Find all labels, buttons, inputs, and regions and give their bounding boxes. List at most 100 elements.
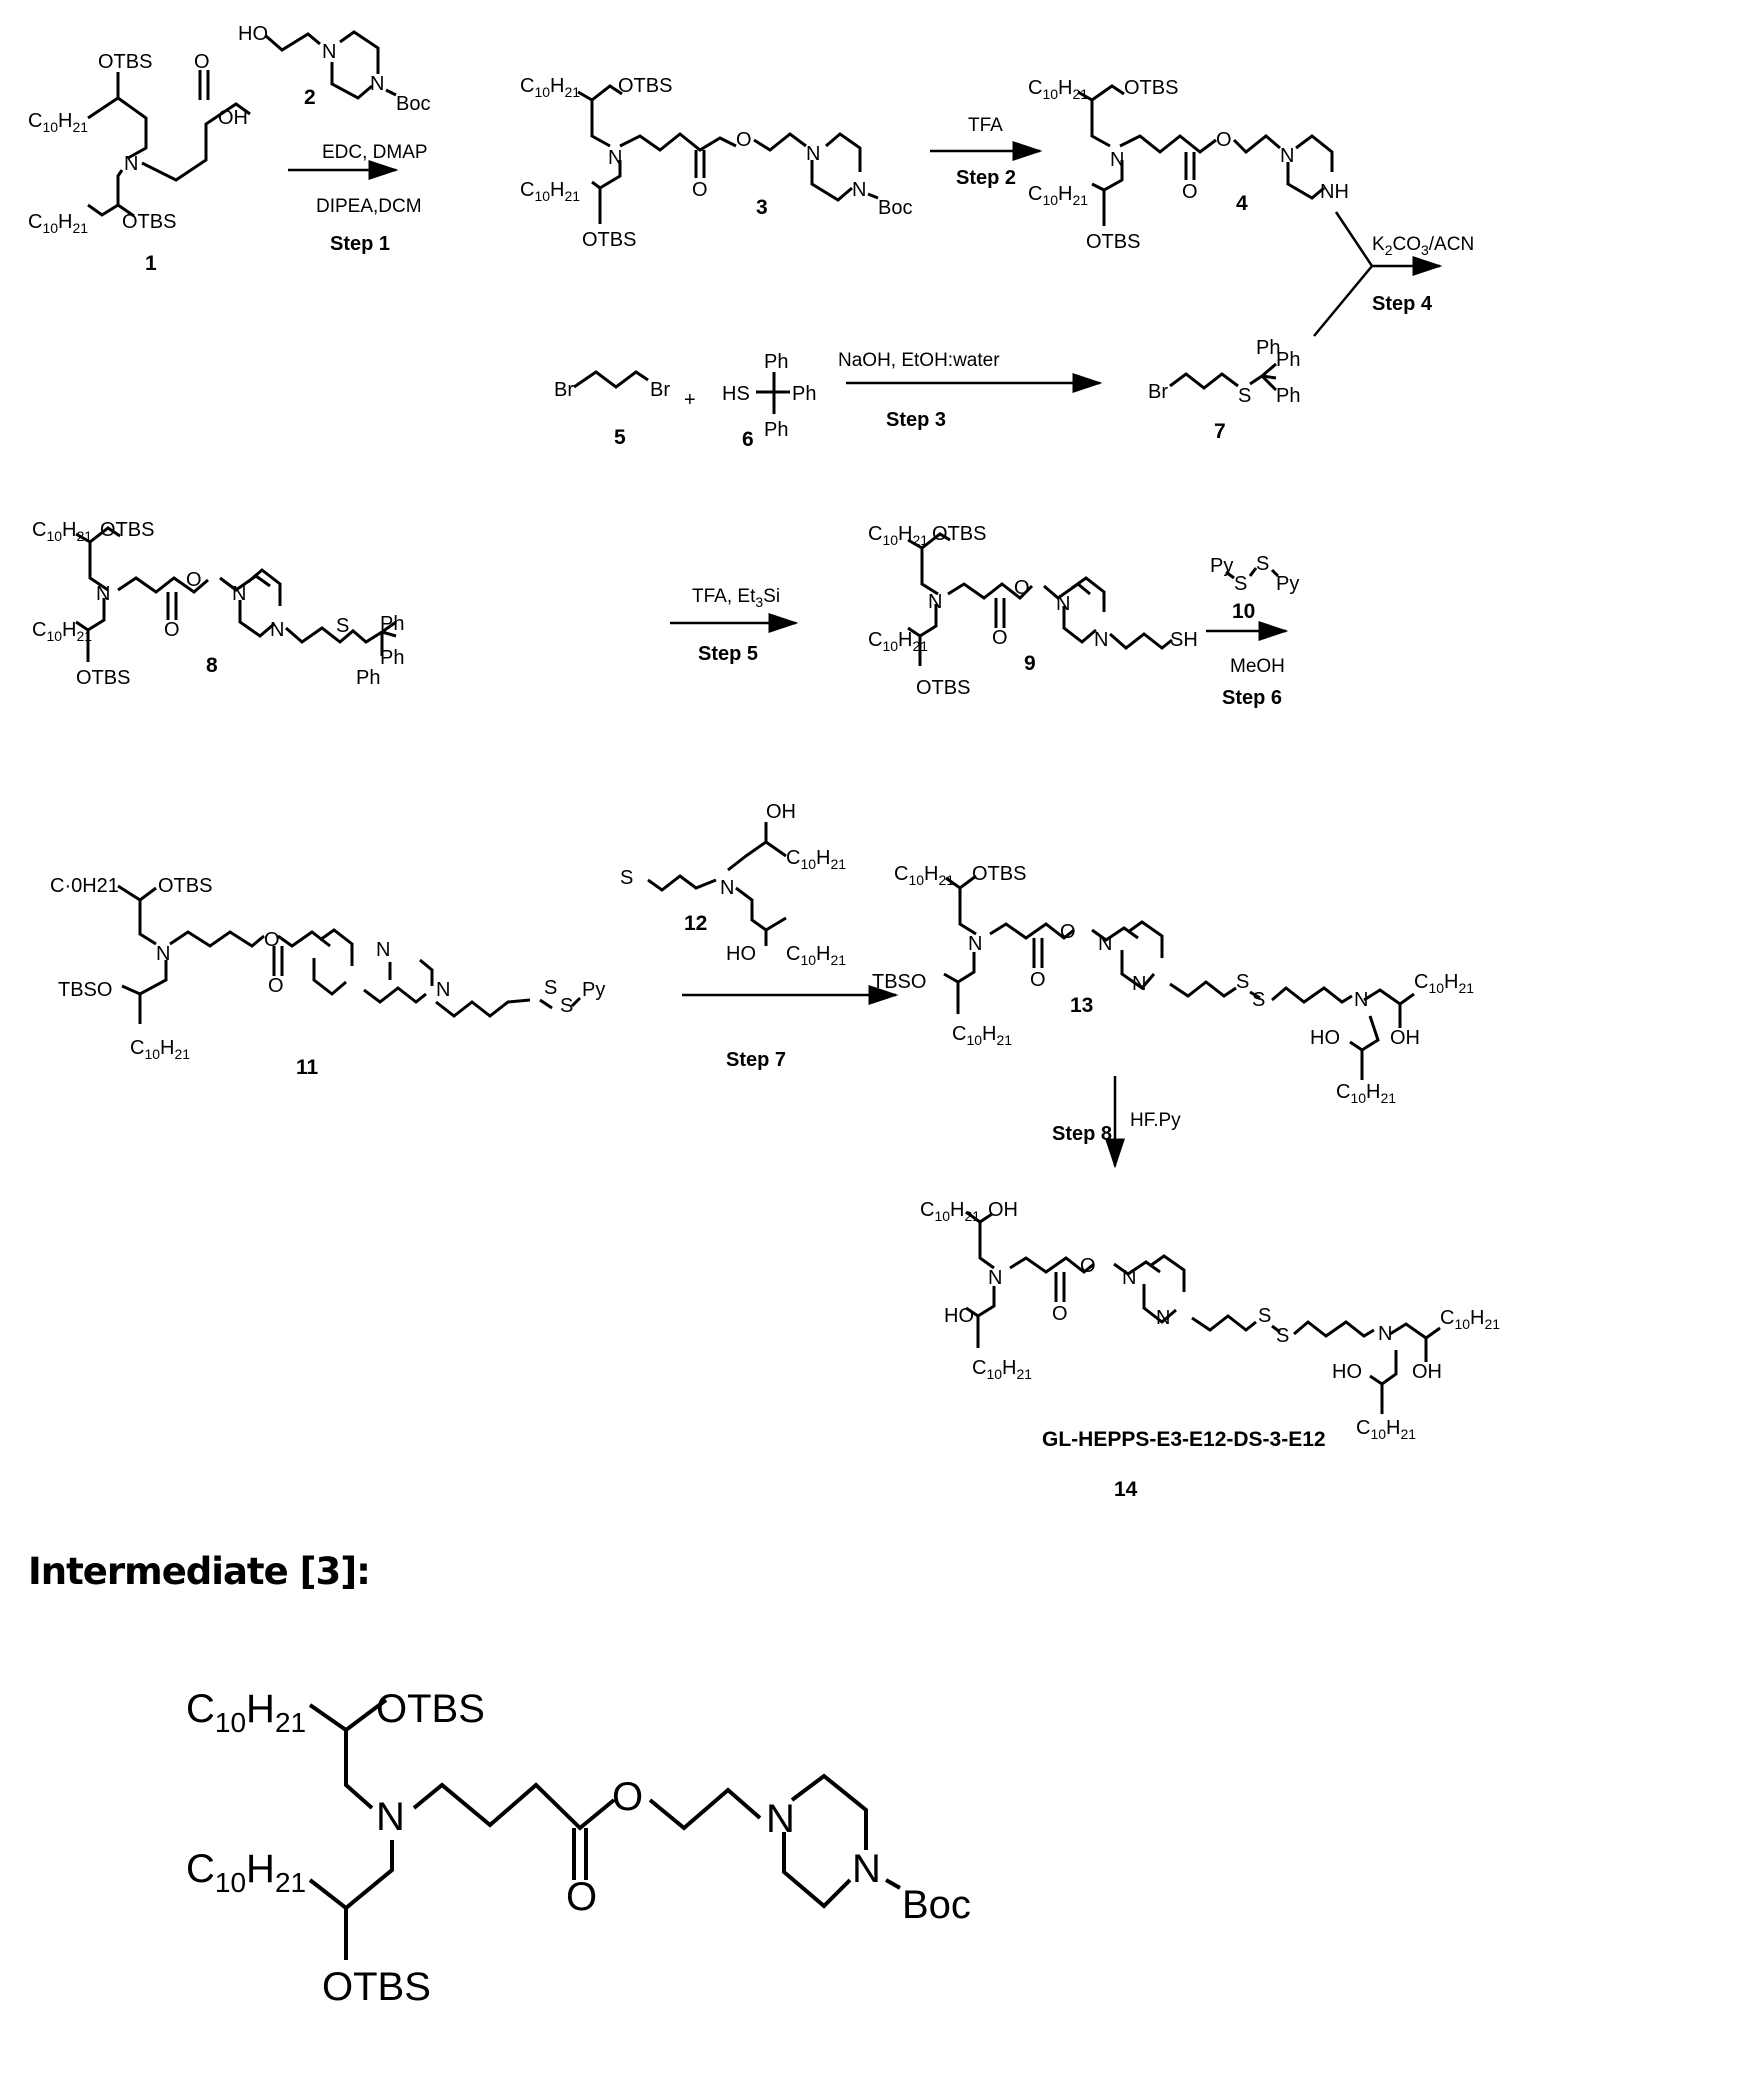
step-label: Step 4 bbox=[1372, 293, 1433, 315]
intermediate-3-structure: C10H21 OTBS N O O N N Boc C10H21 OTBS bbox=[186, 1687, 971, 2009]
step-label: Step 5 bbox=[698, 643, 758, 665]
ho-label: HO bbox=[238, 23, 268, 45]
nitrogen-label: N bbox=[720, 877, 734, 899]
reagents-label: EDC, DMAP bbox=[322, 142, 428, 163]
step-5-arrow: TFA, Et3Si Step 5 bbox=[670, 586, 799, 665]
otbs-label: OTBS bbox=[916, 677, 970, 699]
nitrogen-label: N bbox=[1098, 933, 1112, 955]
compound-11: C·0H21 OTBS N TBSO O O N N S S Py C10H21… bbox=[50, 875, 605, 1079]
nitrogen-label: N bbox=[1122, 1267, 1136, 1289]
step-1-arrow: EDC, DMAP DIPEA,DCM Step 1 bbox=[288, 142, 428, 255]
step-8-arrow: Step 8 HF.Py bbox=[1052, 1076, 1181, 1169]
c10h21-label: C10H21 bbox=[32, 519, 92, 544]
carbonyl-oxygen-label: O bbox=[268, 975, 284, 997]
sulfur-label: S bbox=[560, 995, 573, 1017]
c10h21-label: C10H21 bbox=[868, 629, 928, 654]
ho-label: HO bbox=[1332, 1361, 1362, 1383]
step-label: Step 6 bbox=[1222, 687, 1282, 709]
c10h21-label: C·0H21 bbox=[50, 875, 119, 897]
nitrogen-label: N bbox=[270, 619, 284, 641]
ester-oxygen-label: O bbox=[1216, 129, 1232, 151]
compound-1: OTBS C10H21 N O OH C10H21 OTBS 1 bbox=[28, 51, 251, 275]
phenyl-label: Ph bbox=[764, 419, 788, 441]
nitrogen-label: N bbox=[370, 73, 384, 95]
compound-number: 3 bbox=[756, 196, 768, 219]
nitrogen-label: N bbox=[232, 583, 246, 605]
step-label: Step 3 bbox=[886, 409, 946, 431]
bromine-label: Br bbox=[650, 379, 670, 401]
compound-number: 13 bbox=[1070, 994, 1093, 1017]
nitrogen-label: N bbox=[1378, 1323, 1392, 1345]
otbs-label: OTBS bbox=[98, 51, 152, 73]
nitrogen-label: N bbox=[376, 1795, 405, 1839]
oh-label: OH bbox=[1390, 1027, 1420, 1049]
sh-label: SH bbox=[1170, 629, 1198, 651]
c10h21-label: C10H21 bbox=[1336, 1081, 1396, 1106]
sulfur-label: S bbox=[1234, 573, 1247, 595]
oh-label: OH bbox=[988, 1199, 1018, 1221]
nitrogen-label: N bbox=[1110, 149, 1124, 171]
otbs-label: OTBS bbox=[1086, 231, 1140, 253]
nh-label: NH bbox=[1320, 181, 1349, 203]
compound-7: Br S Ph Ph Ph 7 bbox=[1148, 337, 1300, 443]
oh-label: OH bbox=[218, 107, 248, 129]
compound-number: 5 bbox=[614, 426, 626, 449]
c10h21-label: C10H21 bbox=[1028, 183, 1088, 208]
tbso-label: TBSO bbox=[58, 979, 112, 1001]
nitrogen-label: N bbox=[376, 939, 390, 961]
sulfur-label: S bbox=[1276, 1325, 1289, 1347]
reagents-label: TFA bbox=[968, 115, 1003, 136]
nitrogen-label: N bbox=[436, 979, 450, 1001]
bromine-label: Br bbox=[1148, 381, 1168, 403]
nitrogen-label: N bbox=[1056, 593, 1070, 615]
nitrogen-label: N bbox=[968, 933, 982, 955]
step-label: Step 7 bbox=[726, 1049, 786, 1071]
nitrogen-label: N bbox=[608, 147, 622, 169]
compound-14: C10H21 OH N HO O O N N S S N C10H21 OH H… bbox=[920, 1199, 1500, 1501]
otbs-label: OTBS bbox=[322, 1965, 431, 2009]
nitrogen-label: N bbox=[988, 1267, 1002, 1289]
intermediate-heading: Intermediate [3]: bbox=[28, 1550, 371, 1593]
reagents-label: TFA, Et3Si bbox=[692, 586, 780, 610]
carbonyl-oxygen-label: O bbox=[692, 179, 708, 201]
compound-6: HS Ph Ph Ph 6 bbox=[722, 351, 816, 451]
step-label: Step 1 bbox=[330, 233, 390, 255]
oh-label: OH bbox=[766, 801, 796, 823]
phenyl-label: Ph bbox=[792, 383, 816, 405]
reagents-label: NaOH, EtOH:water bbox=[838, 350, 1000, 371]
ester-oxygen-label: O bbox=[186, 569, 202, 591]
compound-number: 12 bbox=[684, 912, 707, 935]
ho-label: HO bbox=[944, 1305, 974, 1327]
otbs-label: OTBS bbox=[582, 229, 636, 251]
ester-oxygen-label: O bbox=[264, 929, 280, 951]
compound-number: 8 bbox=[206, 654, 218, 677]
reagents-label: HF.Py bbox=[1130, 1110, 1181, 1131]
c10h21-label: C10H21 bbox=[130, 1037, 190, 1062]
c10h21-label: C10H21 bbox=[186, 1847, 306, 1898]
nitrogen-label: N bbox=[1156, 1307, 1170, 1329]
sulfur-label: S bbox=[1256, 553, 1269, 575]
c10h21-label: C10H21 bbox=[972, 1357, 1032, 1382]
reagents-label: DIPEA,DCM bbox=[316, 196, 422, 217]
oh-label: OH bbox=[1412, 1361, 1442, 1383]
nitrogen-label: N bbox=[1132, 973, 1146, 995]
otbs-label: OTBS bbox=[618, 75, 672, 97]
otbs-label: OTBS bbox=[100, 519, 154, 541]
compound-number: 2 bbox=[304, 86, 316, 109]
phenyl-label: Ph bbox=[1256, 337, 1280, 359]
nitrogen-label: N bbox=[124, 153, 138, 175]
otbs-label: OTBS bbox=[972, 863, 1026, 885]
c10h21-label: C10H21 bbox=[1028, 77, 1088, 102]
step-2-arrow: TFA Step 2 bbox=[930, 115, 1043, 189]
ester-oxygen-label: O bbox=[1060, 921, 1076, 943]
compound-number: 1 bbox=[145, 252, 157, 275]
sulfur-label: S bbox=[336, 615, 349, 637]
carbonyl-oxygen-label: O bbox=[1182, 181, 1198, 203]
ester-oxygen-label: O bbox=[1080, 1255, 1096, 1277]
c10h21-label: C10H21 bbox=[520, 179, 580, 204]
ho-label: HO bbox=[1310, 1027, 1340, 1049]
pyridyl-label: Py bbox=[1210, 555, 1233, 577]
compound-13: C10H21 OTBS N TBSO O O N N S S N C10H21 … bbox=[872, 863, 1474, 1106]
step-6-arrow: Py S S Py 10 MeOH Step 6 bbox=[1206, 553, 1299, 709]
